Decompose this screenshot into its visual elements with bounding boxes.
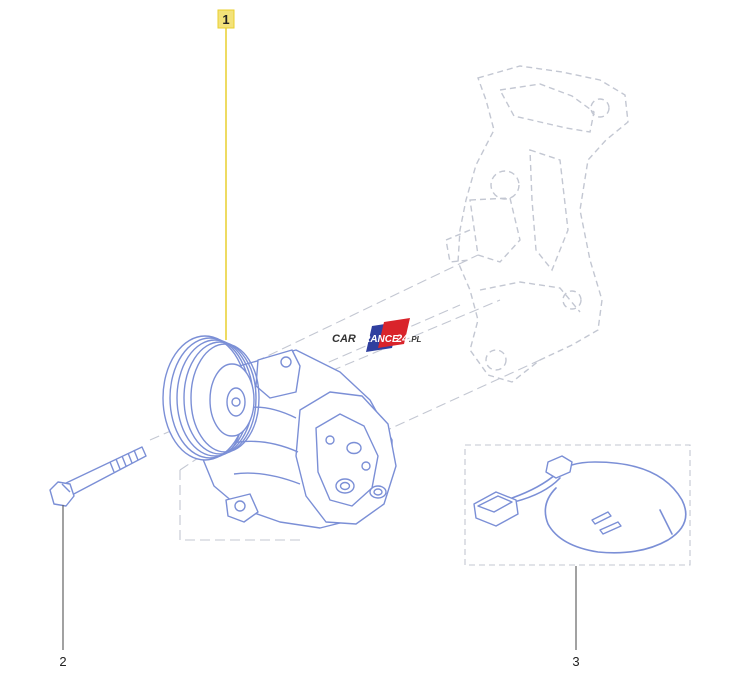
callout-label-1: 1: [222, 12, 229, 27]
watermark-logo: CAR FRANCE 24 .PL: [332, 318, 422, 352]
watermark-suffix: .PL: [409, 335, 422, 344]
watermark-left: CAR: [332, 333, 356, 345]
callout-label-3: 3: [572, 654, 579, 669]
wiring-harness-icon: [464, 444, 691, 566]
mounting-bracket-icon: [445, 65, 629, 383]
leader-lines: [62, 28, 577, 650]
callout-label-2: 2: [59, 654, 66, 669]
watermark-right: 24: [395, 333, 408, 345]
callout-1: 1: [217, 9, 235, 29]
bolt-icon: [49, 446, 147, 507]
compressor-icon: [162, 335, 397, 529]
watermark-mid: FRANCE: [357, 334, 399, 345]
